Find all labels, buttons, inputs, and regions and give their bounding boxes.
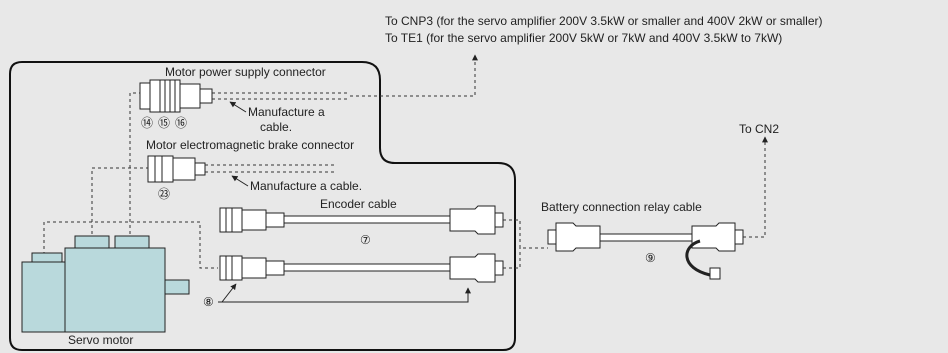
item-number-14: ⑭ [141,116,153,130]
to-cn2-label: To CN2 [739,122,779,136]
servo-motor-label: Servo motor [68,333,133,347]
manufacture-cable-label-1a: Manufacture a [248,105,325,119]
note-cnp3: To CNP3 (for the servo amplifier 200V 3.… [385,14,823,28]
motor-power-connector-label: Motor power supply connector [165,65,326,79]
manufacture-cable-label-1b: cable. [260,120,292,134]
battery-relay-cable-label: Battery connection relay cable [541,200,702,214]
brake-connector [147,155,206,183]
relay-to-cn2-link [743,136,768,238]
encoder-cable-label: Encoder cable [320,197,397,211]
motor-to-power-connector-link [129,92,140,240]
note-te1: To TE1 (for the servo amplifier 200V 5kW… [385,31,782,45]
item-number-7: ⑦ [360,233,371,247]
manufacture-cable-label-2: Manufacture a cable. [250,179,362,193]
item-number-16: ⑯ [175,116,187,130]
leader-arrow-8a [221,283,237,303]
item-number-8: ⑧ [203,295,214,309]
encoder-to-relay-link-lower [503,248,521,269]
brake-connector-label: Motor electromagnetic brake connector [146,138,354,152]
servo-unit-outline [9,61,516,351]
encoder-to-relay-link-upper [503,219,548,249]
leader-arrow-8b [218,287,471,303]
battery-relay-cable [547,222,744,280]
motor-to-brake-connector-link [91,167,148,240]
encoder-cable-upper [219,205,504,235]
servo-motor [21,235,190,333]
leader-arrow-2 [231,175,249,187]
item-number-15: ⑮ [158,116,170,130]
leader-arrow-1 [229,101,247,113]
motor-power-connector [139,79,213,113]
encoder-cable-lower [219,253,504,283]
item-number-23: ㉓ [158,187,170,201]
item-number-9: ⑨ [645,251,656,265]
power-route-to-cnp3 [350,54,478,97]
motor-to-encoder-link [43,221,218,269]
